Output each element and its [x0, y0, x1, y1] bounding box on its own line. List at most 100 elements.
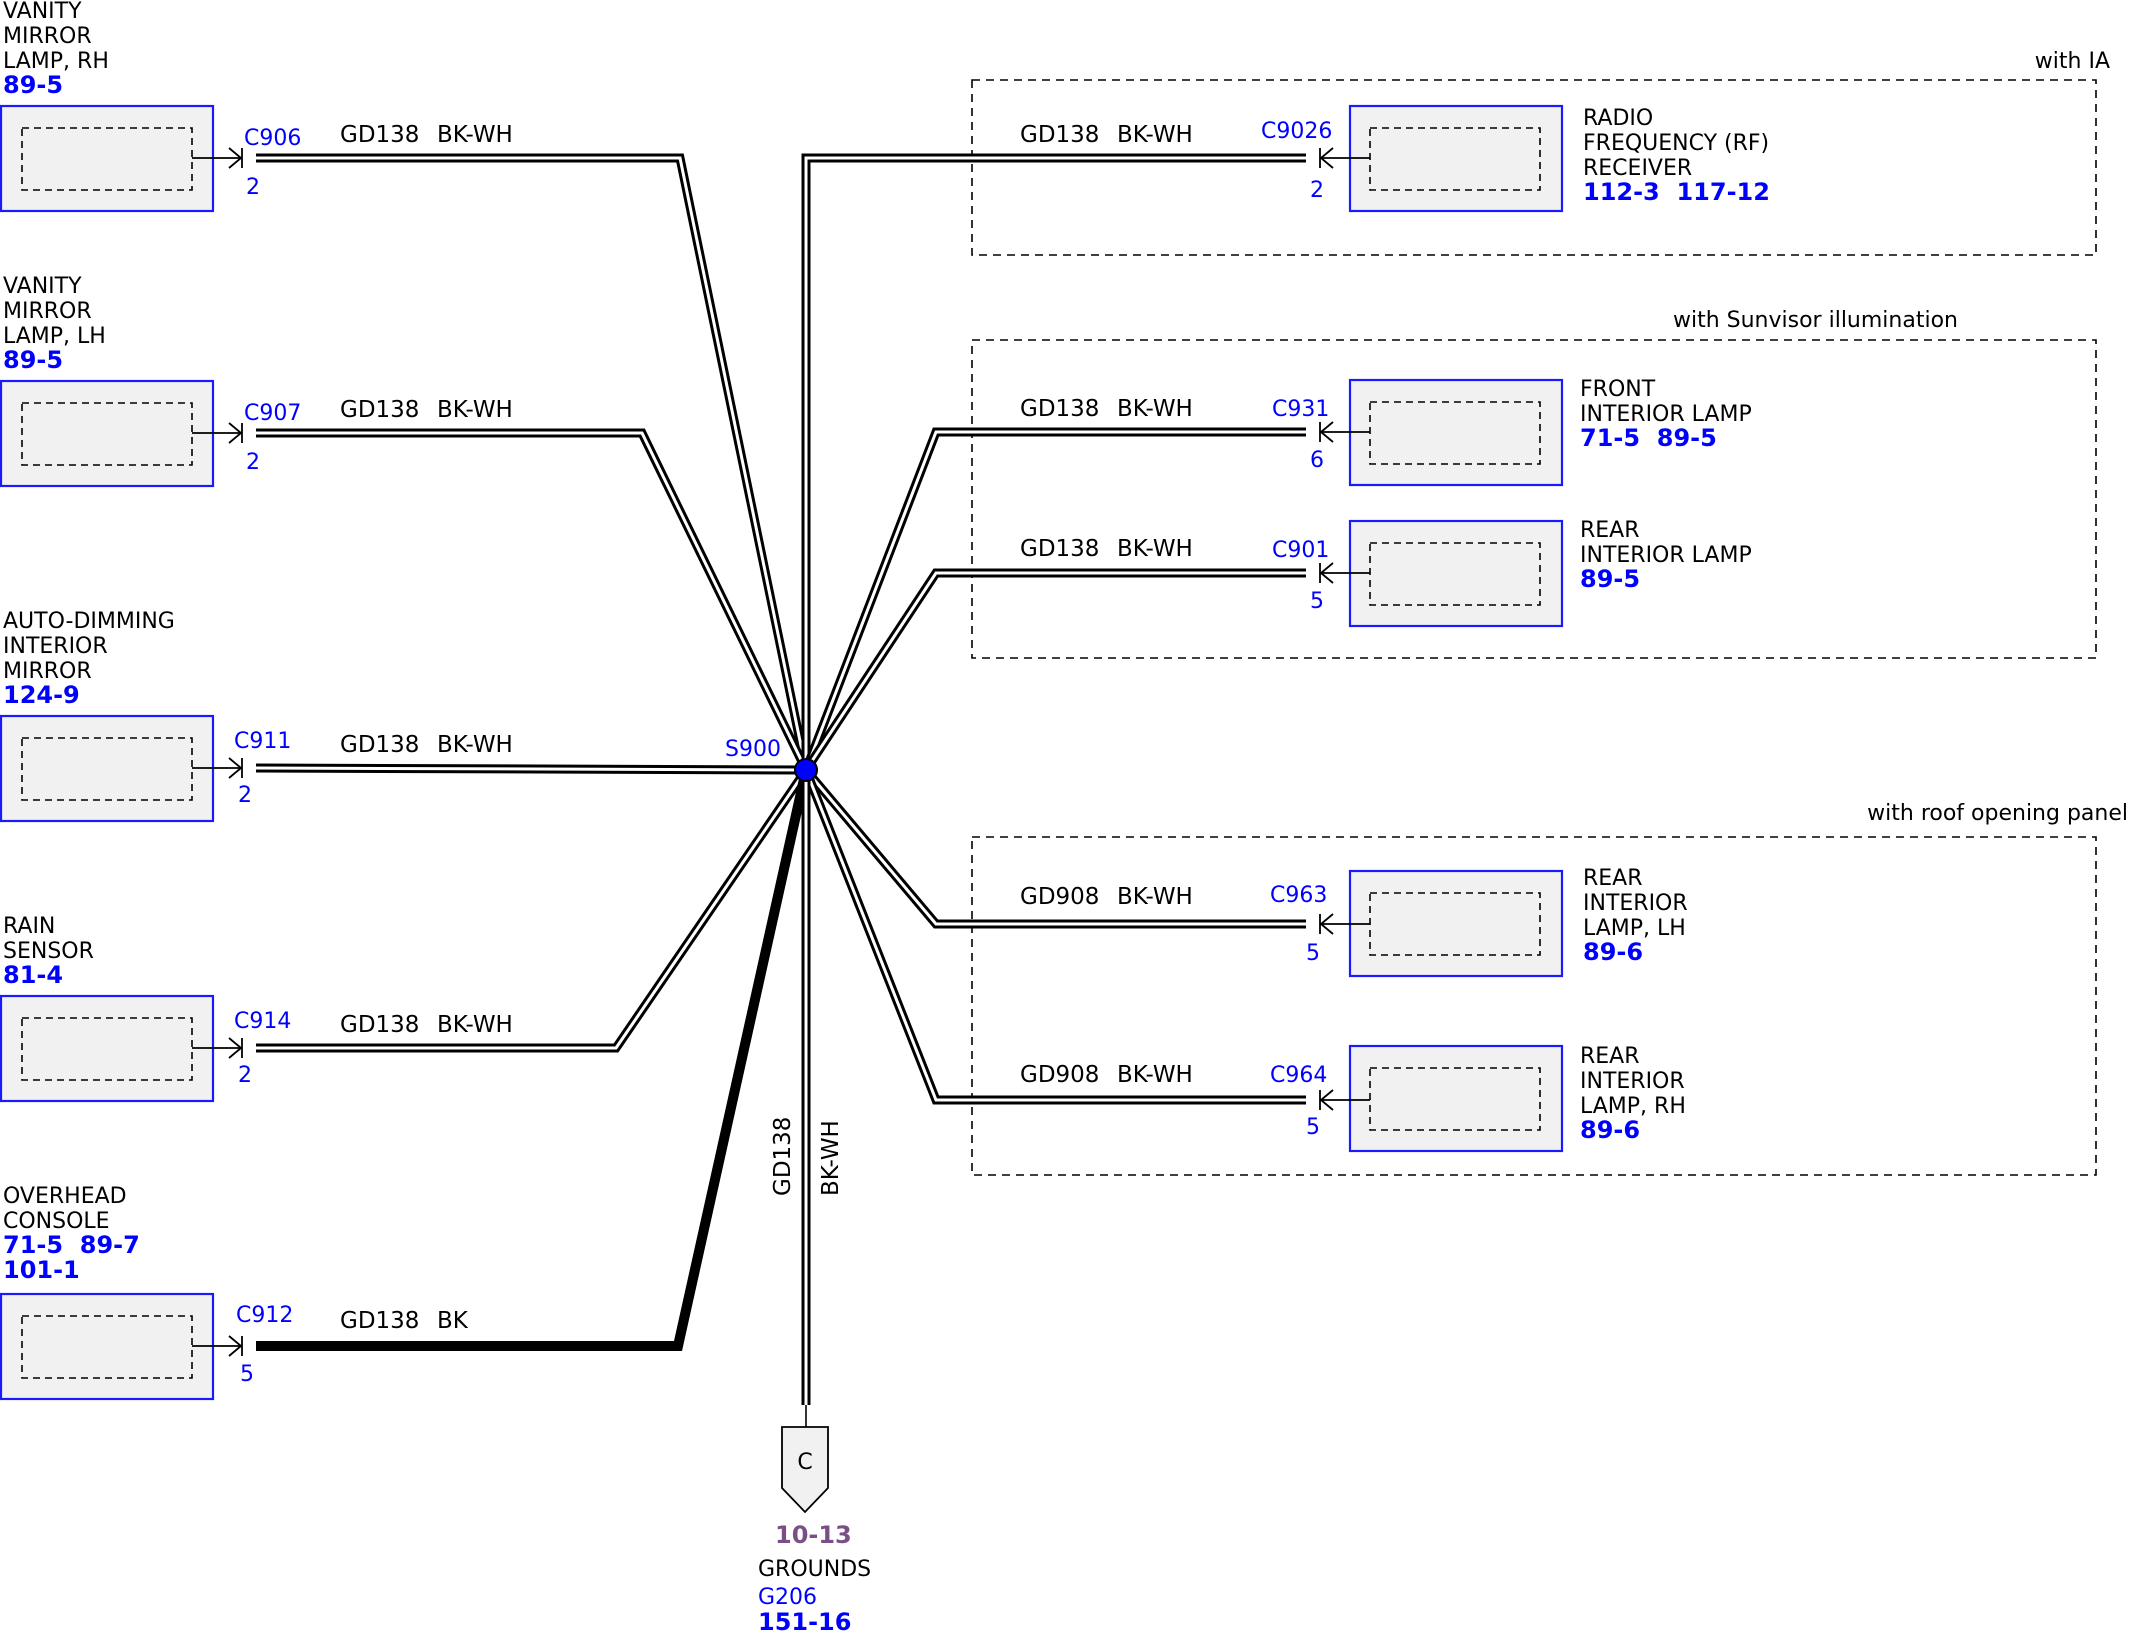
component-name: FRONT [1580, 377, 1656, 402]
component-inner [1369, 127, 1541, 191]
page-ref-link[interactable]: 71-5 89-7 [3, 1231, 140, 1259]
component-inner [21, 1017, 193, 1081]
wire-circuit: GD138 [340, 122, 419, 148]
connector-id-c964[interactable]: C964 [1270, 1063, 1327, 1088]
page-ref-link[interactable]: 124-9 [3, 681, 80, 709]
connector-id-c911[interactable]: C911 [234, 729, 291, 754]
ground-connector[interactable]: C [781, 1426, 829, 1514]
ground-page-ref[interactable]: 10-13 [775, 1521, 852, 1549]
wire-color: BK-WH [1117, 396, 1193, 422]
page-ref-link[interactable]: 81-4 [3, 961, 63, 989]
component-name: INTERIOR [1580, 1069, 1685, 1094]
wire-color: BK-WH [1117, 536, 1193, 562]
wire-color: BK-WH [1117, 1062, 1193, 1088]
component-vanity-mirror-lamp-rh[interactable]: VANITY MIRROR LAMP, RH 89-5 [0, 0, 215, 213]
component-box [0, 379, 215, 488]
connector-pin: 5 [240, 1362, 254, 1387]
connector-pin: 6 [1310, 448, 1324, 473]
connector-symbol-c914-icon [192, 1037, 243, 1059]
component-name: MIRROR [3, 299, 92, 324]
component-rear-interior-lamp-rh[interactable]: REAR INTERIOR LAMP, RH 89-6 [1348, 1044, 1686, 1153]
connector-id-c931[interactable]: C931 [1272, 397, 1329, 422]
component-box [1348, 519, 1564, 628]
connector-symbol-c906-icon [192, 147, 243, 169]
page-ref-link[interactable]: 89-5 [3, 346, 63, 374]
component-name: LAMP, LH [1583, 916, 1686, 941]
ground-pentagon-icon [781, 1426, 829, 1514]
component-name: INTERIOR [3, 634, 108, 659]
wire-circuit: GD138 [1020, 536, 1099, 562]
component-box [0, 104, 215, 213]
connector-pin: 5 [1306, 941, 1320, 966]
connector-id-c906[interactable]: C906 [244, 126, 301, 151]
component-name: MIRROR [3, 659, 92, 684]
wire-color: BK-WH [437, 397, 513, 423]
component-name: INTERIOR LAMP [1580, 402, 1752, 427]
connector-symbol-c907-icon [192, 422, 243, 444]
connector-id-c914[interactable]: C914 [234, 1009, 291, 1034]
connector-pin: 2 [238, 783, 252, 808]
wire-labels: GD138 BK-WH GD138 BK-WH GD138 BK-WH GD13… [340, 122, 1193, 1334]
component-box [0, 994, 215, 1103]
wire-color: BK-WH [818, 1120, 844, 1196]
component-rear-interior-lamp[interactable]: REAR INTERIOR LAMP 89-5 [1348, 518, 1752, 628]
wire-circuit: GD138 [340, 732, 419, 758]
connector-id-c9026[interactable]: C9026 [1261, 119, 1332, 144]
splice-label: S900 [725, 737, 781, 762]
component-name: RAIN [3, 914, 55, 939]
component-box [1348, 869, 1564, 978]
ground-symbol: C [797, 1450, 812, 1475]
component-rf-receiver[interactable]: RADIO FREQUENCY (RF) RECEIVER 112-3 117-… [1348, 104, 1770, 213]
wire-color: BK-WH [1117, 122, 1193, 148]
component-rain-sensor[interactable]: RAIN SENSOR 81-4 [0, 914, 215, 1103]
component-name: AUTO-DIMMING [3, 609, 175, 634]
component-box [1348, 378, 1564, 487]
option-box-sunvisor [971, 339, 2097, 659]
component-inner [1369, 1067, 1541, 1131]
component-overhead-console[interactable]: OVERHEAD CONSOLE 71-5 89-7 101-1 [0, 1184, 215, 1401]
component-auto-dimming-mirror[interactable]: AUTO-DIMMING INTERIOR MIRROR 124-9 [0, 609, 215, 823]
connector-id-c907[interactable]: C907 [244, 401, 301, 426]
connector-id-c901[interactable]: C901 [1272, 538, 1329, 563]
component-name: MIRROR [3, 24, 92, 49]
component-name: RECEIVER [1583, 156, 1692, 181]
connector-id-c912[interactable]: C912 [236, 1303, 293, 1328]
splice-s900[interactable] [794, 758, 818, 782]
component-front-interior-lamp[interactable]: FRONT INTERIOR LAMP 71-5 89-5 [1348, 377, 1752, 487]
connector-pin: 5 [1310, 589, 1324, 614]
wire-circuit: GD908 [1020, 1062, 1099, 1088]
component-name: FREQUENCY (RF) [1583, 131, 1769, 156]
connector-pin: 2 [246, 450, 260, 475]
component-box [1348, 104, 1564, 213]
wire-circuit: GD138 [1020, 122, 1099, 148]
option-label-sunvisor: with Sunvisor illumination [1673, 308, 1958, 333]
wire-color: BK [437, 1308, 469, 1334]
wire-circuit: GD138 [340, 1012, 419, 1038]
page-ref-link[interactable]: 89-5 [1580, 565, 1640, 593]
component-name: LAMP, LH [3, 324, 106, 349]
wire-color: BK-WH [437, 1012, 513, 1038]
page-ref-link[interactable]: 89-6 [1580, 1116, 1640, 1144]
wire-rf-receiver [801, 153, 1306, 770]
component-box [1348, 1044, 1564, 1153]
page-ref-link[interactable]: 89-6 [1583, 938, 1643, 966]
page-ref-link[interactable]: 89-5 [3, 71, 63, 99]
component-rear-interior-lamp-lh[interactable]: REAR INTERIOR LAMP, LH 89-6 [1348, 866, 1688, 978]
component-name: INTERIOR [1583, 891, 1688, 916]
component-name: REAR [1580, 1044, 1640, 1069]
page-ref-link[interactable]: 112-3 117-12 [1583, 178, 1770, 206]
connector-symbol-c931-icon [1319, 421, 1370, 443]
component-inner [1369, 401, 1541, 465]
component-vanity-mirror-lamp-lh[interactable]: VANITY MIRROR LAMP, LH 89-5 [0, 274, 215, 488]
ground-ref-link[interactable]: 151-16 [758, 1608, 851, 1633]
component-name: VANITY [3, 0, 82, 24]
wire-circuit: GD908 [1020, 884, 1099, 910]
wires [255, 153, 1306, 1427]
page-ref-link[interactable]: 71-5 89-5 [1580, 424, 1717, 452]
page-ref-link[interactable]: 101-1 [3, 1256, 80, 1284]
component-name: CONSOLE [3, 1209, 110, 1234]
wire-color: BK-WH [437, 732, 513, 758]
connector-pin: 2 [1310, 178, 1324, 203]
connector-id-c963[interactable]: C963 [1270, 883, 1327, 908]
